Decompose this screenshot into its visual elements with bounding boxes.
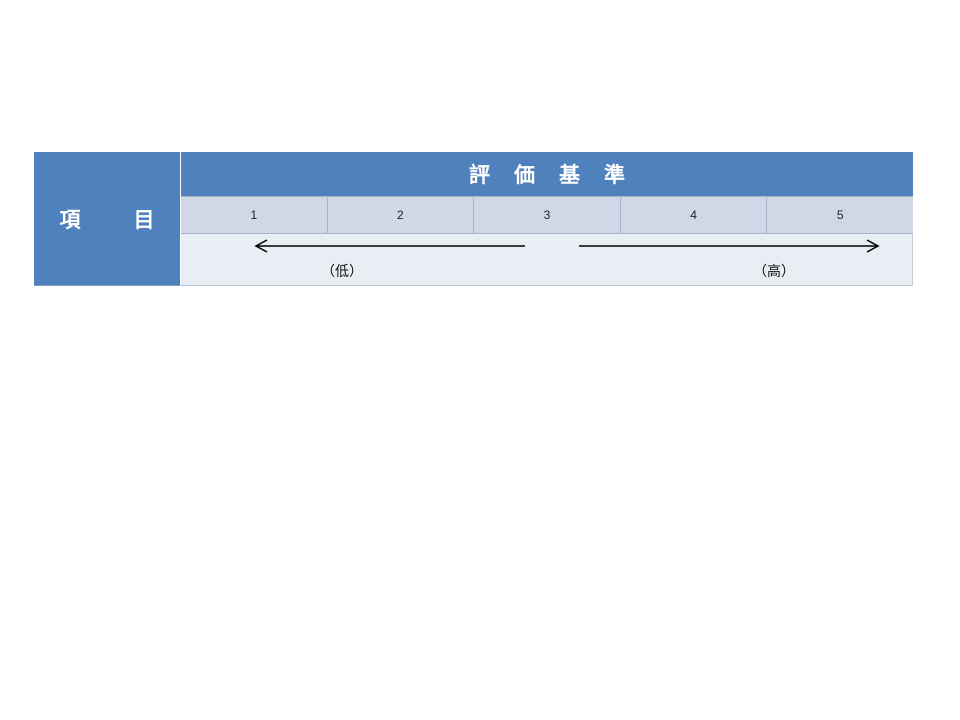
level-cell-2: 2 (327, 196, 475, 234)
left-arrow-icon (254, 239, 525, 253)
right-arrow-icon (579, 239, 880, 253)
level-cell-5: 5 (767, 196, 913, 234)
criteria-header-cell: 評価基準 (180, 152, 913, 196)
low-label: （低） (321, 264, 363, 280)
evaluation-criteria-table: 項 目 評価基準 1 2 3 4 5 （低） （高 (34, 152, 913, 286)
levels-row: 1 2 3 4 5 (180, 196, 913, 234)
high-label: （高） (753, 264, 795, 280)
level-cell-3: 3 (474, 196, 621, 234)
level-cell-1: 1 (181, 196, 328, 234)
level-cell-4: 4 (620, 196, 768, 234)
scale-row: （低） （高） (180, 234, 913, 286)
scale-arrows (254, 239, 880, 253)
criteria-header-label: 評価基準 (469, 163, 649, 187)
item-header-cell: 項 目 (34, 152, 180, 286)
item-header-label: 項 目 (59, 207, 171, 232)
